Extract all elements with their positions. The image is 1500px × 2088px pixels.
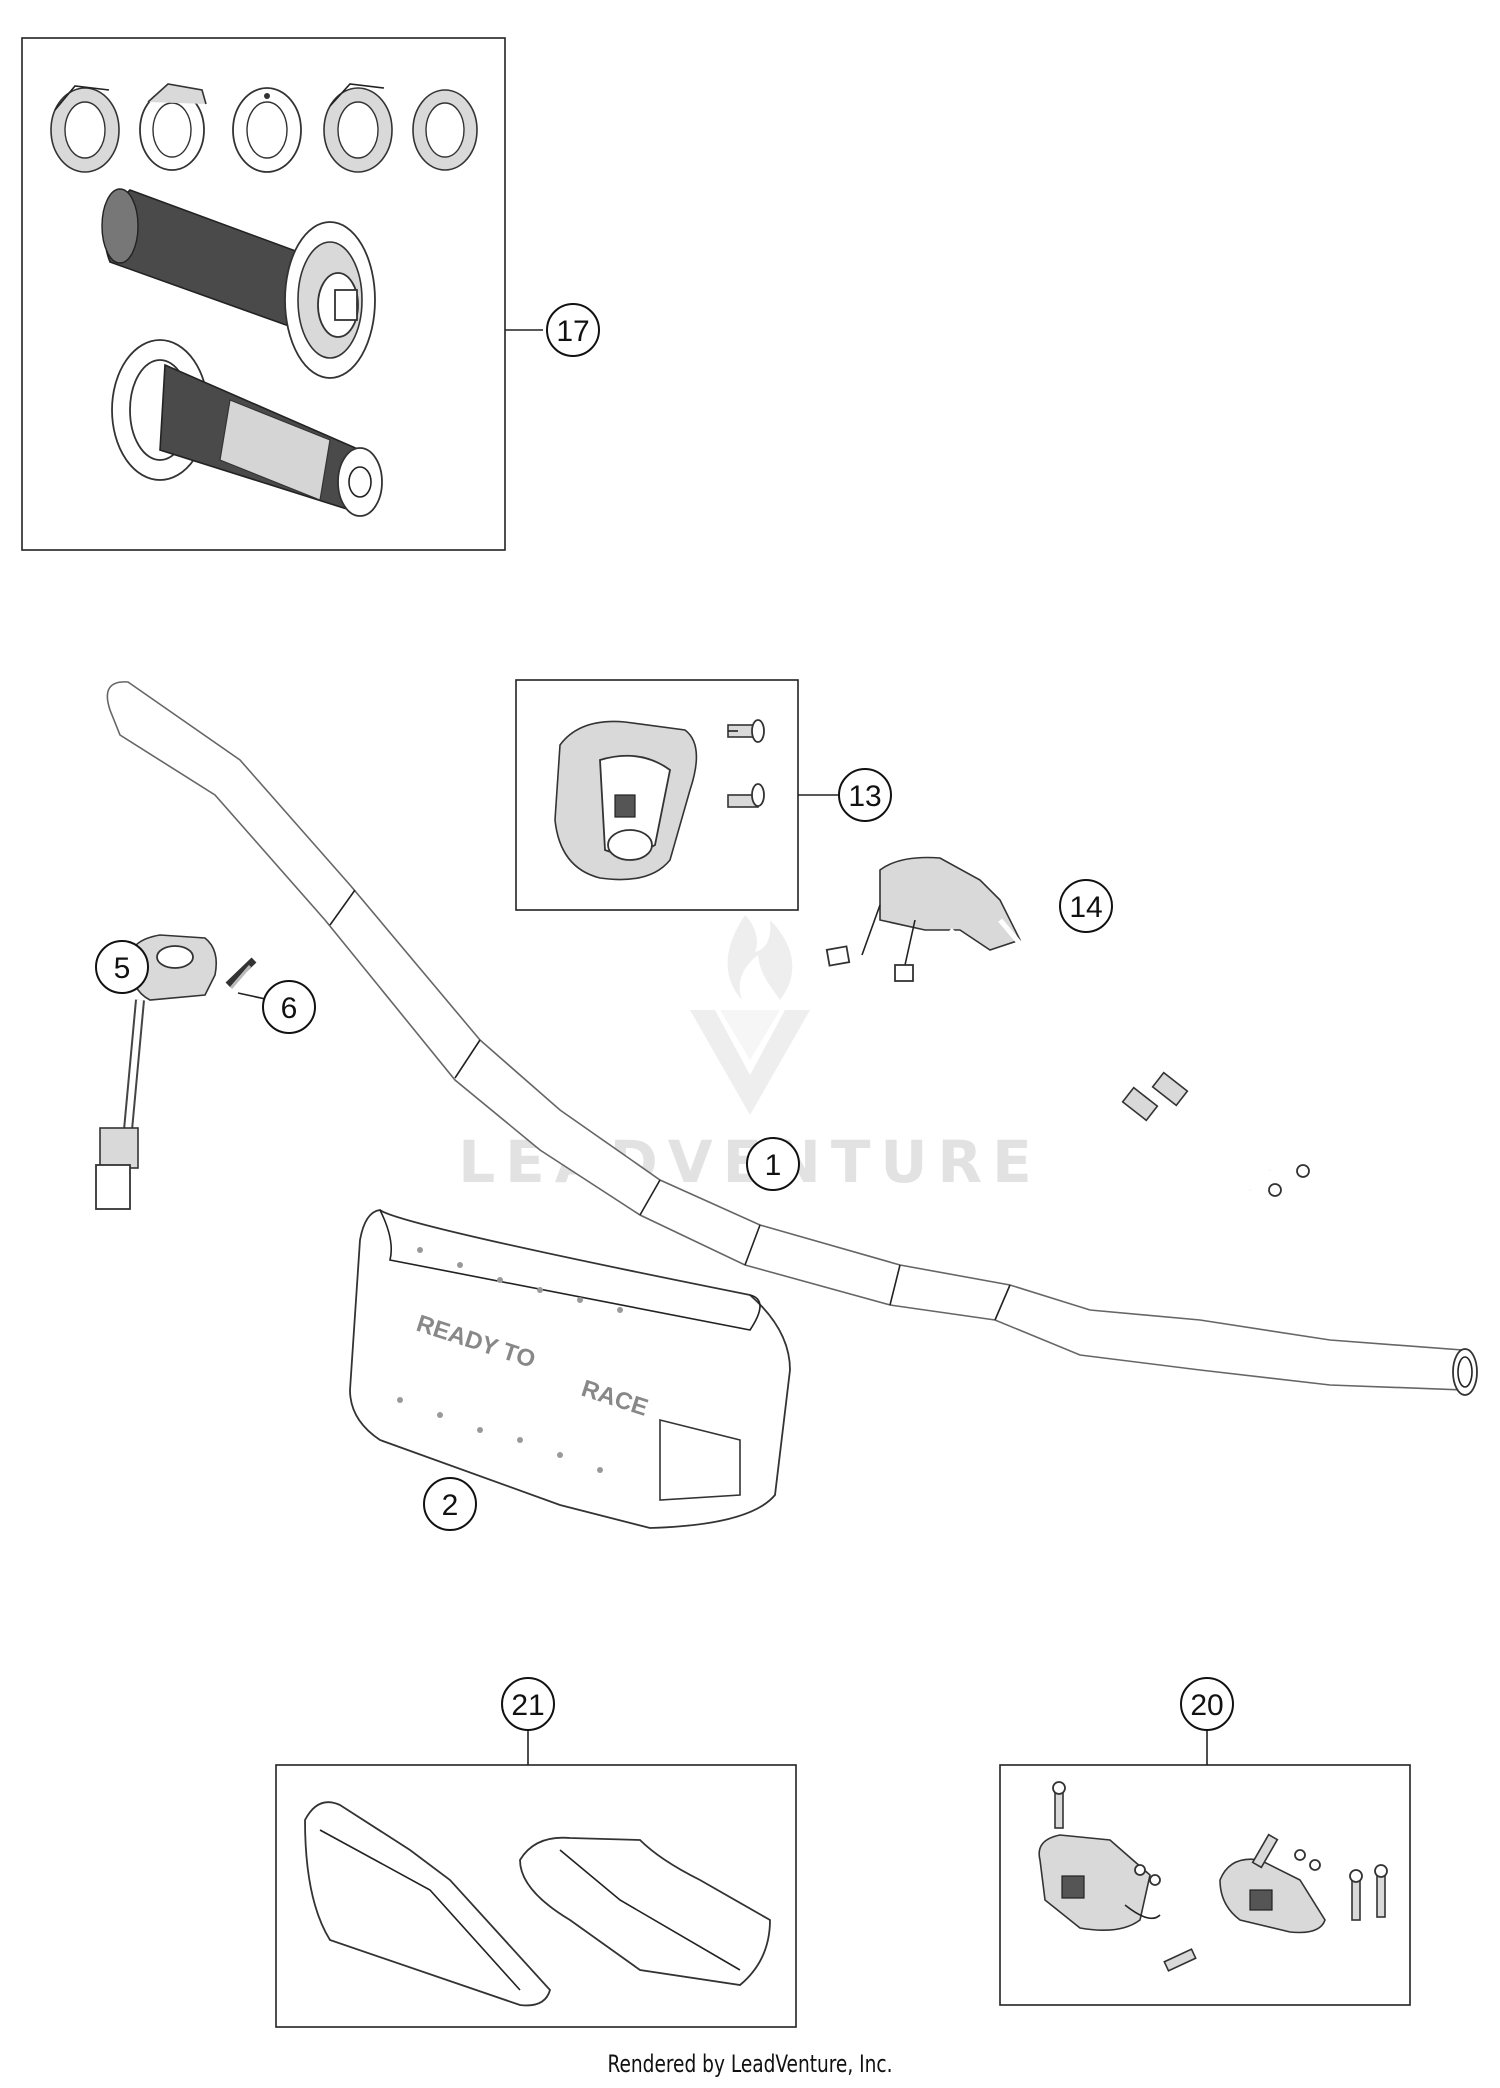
flame-logo-icon	[690, 915, 810, 1115]
footer-credit: Rendered by LeadVenture, Inc.	[607, 2050, 893, 2078]
throttle-housing-box	[515, 679, 838, 911]
throttle-housing	[554, 720, 698, 881]
handguard-box	[275, 1729, 797, 2028]
kill-switch	[95, 934, 218, 1210]
callout-20: 20	[1180, 1677, 1234, 1731]
mount-bolts	[1052, 1781, 1388, 1921]
throttle-cams	[50, 83, 478, 173]
throttle-cables	[825, 856, 1310, 1197]
callout-13: 13	[838, 768, 892, 822]
callout-17: 17	[546, 303, 600, 357]
clutch-grip	[111, 339, 383, 517]
callout-20-label: 20	[1190, 1689, 1223, 1722]
callout-6-label: 6	[281, 992, 298, 1025]
callout-2: 2	[423, 1477, 477, 1531]
callout-6: 6	[262, 980, 316, 1034]
handlebar	[106, 681, 1478, 1396]
grip-set-box	[21, 37, 543, 551]
callout-13-label: 13	[848, 780, 881, 813]
handguard-mount-box	[999, 1729, 1411, 2006]
callout-21-label: 21	[511, 1689, 544, 1722]
callout-1-label: 1	[765, 1149, 782, 1182]
switch-screw	[225, 957, 257, 989]
callout-14: 14	[1059, 879, 1113, 933]
callout-2-label: 2	[442, 1489, 459, 1522]
callout-14-label: 14	[1069, 891, 1102, 924]
housing-screws	[727, 719, 765, 808]
mount-right	[1219, 1833, 1326, 1934]
throttle-grip	[101, 188, 376, 379]
mount-left	[1038, 1834, 1197, 1972]
callout-17-label: 17	[556, 315, 589, 348]
bar-pad: READY TO RACE	[349, 1209, 791, 1529]
callout-5: 5	[95, 940, 149, 994]
callout-5-label: 5	[114, 952, 131, 985]
callout-21: 21	[501, 1677, 555, 1731]
callout-1: 1	[746, 1137, 800, 1191]
